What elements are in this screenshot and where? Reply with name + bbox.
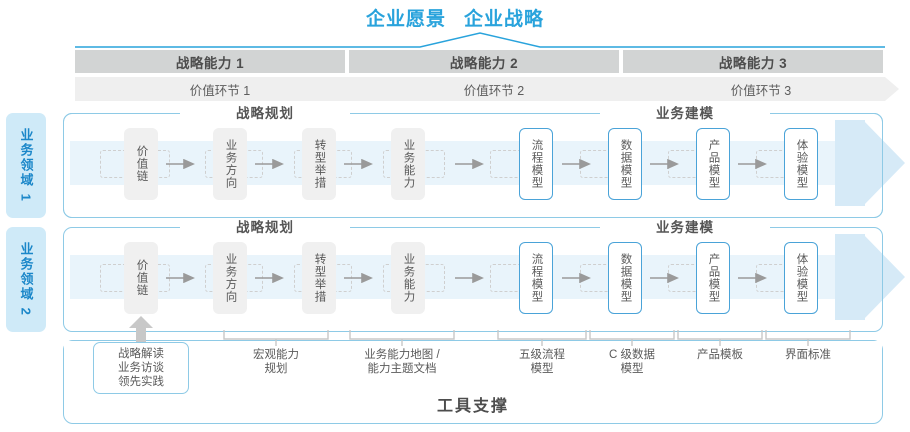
tool-item-ui-standard[interactable]: 界面标准 xyxy=(764,348,852,362)
step-arrow-icon xyxy=(455,273,484,283)
bracket-connector xyxy=(223,330,329,346)
sidebar-item-domain-1[interactable]: 业务领域 1 xyxy=(6,113,46,218)
tool-line: 产品模板 xyxy=(697,349,743,361)
bracket-connector xyxy=(589,330,675,346)
flow-arrow-shaft-row-2 xyxy=(835,234,865,320)
tool-item-capability-map[interactable]: 业务能力地图 / 能力主题文档 xyxy=(346,348,458,376)
node-label: 业务能力 xyxy=(402,139,415,189)
node-label: 数据模型 xyxy=(619,139,632,189)
node-label: 产品模型 xyxy=(707,253,720,303)
capability-bar-3[interactable]: 战略能力 3 xyxy=(623,50,883,73)
node-business-direction[interactable]: 业务方向 xyxy=(213,128,247,200)
tool-line: 宏观能力 xyxy=(253,349,299,361)
node-label: 体验模型 xyxy=(795,139,808,189)
tool-support-frame xyxy=(63,340,883,424)
value-chain-arrow-1[interactable]: 价值环节 1 xyxy=(75,77,365,101)
node-label: 转型举措 xyxy=(313,139,326,189)
node-label: 价值链 xyxy=(135,145,148,183)
node-label: 业务方向 xyxy=(224,139,237,189)
domain-1-label: 业务领域 1 xyxy=(18,128,34,203)
section-title-planning-row-1: 战略规划 xyxy=(180,106,350,122)
node-label: 价值链 xyxy=(135,259,148,297)
section-title-modeling-row-2: 业务建模 xyxy=(600,220,770,236)
step-arrow-icon xyxy=(650,159,679,169)
step-arrow-icon xyxy=(562,159,591,169)
tool-frame-top-mask xyxy=(64,341,882,367)
step-arrow-icon xyxy=(255,273,284,283)
node-business-capability[interactable]: 业务能力 xyxy=(391,242,425,314)
node-label: 业务方向 xyxy=(224,253,237,303)
tool-item-strategy-interpretation[interactable]: 战略解读 业务访谈 领先实践 xyxy=(93,342,189,394)
node-label: 业务能力 xyxy=(402,253,415,303)
section-title-planning-row-2: 战略规划 xyxy=(180,220,350,236)
step-arrow-icon xyxy=(455,159,484,169)
step-arrow-icon xyxy=(344,159,373,169)
node-data-model[interactable]: 数据模型 xyxy=(608,128,642,200)
node-value-chain[interactable]: 价值链 xyxy=(124,242,158,314)
step-arrow-icon xyxy=(738,159,767,169)
tool-line: 界面标准 xyxy=(785,349,831,361)
bracket-connector xyxy=(677,330,763,346)
node-product-model[interactable]: 产品模型 xyxy=(696,242,730,314)
tool-line: 模型 xyxy=(530,363,554,375)
step-arrow-icon xyxy=(650,273,679,283)
node-label: 转型举措 xyxy=(313,253,326,303)
node-label: 数据模型 xyxy=(619,253,632,303)
domain-2-label: 业务领域 2 xyxy=(18,242,34,317)
up-arrow-icon xyxy=(129,316,153,344)
strategy-label: 企业战略 xyxy=(464,9,545,30)
tool-line: C 级数据 xyxy=(609,349,655,361)
tool-line: 能力主题文档 xyxy=(367,363,437,375)
node-transformation-measures[interactable]: 转型举措 xyxy=(302,128,336,200)
domain-row-2-border xyxy=(63,227,883,332)
step-arrow-icon xyxy=(562,273,591,283)
tool-item-product-template[interactable]: 产品模板 xyxy=(676,348,764,362)
node-business-direction[interactable]: 业务方向 xyxy=(213,242,247,314)
node-label: 流程模型 xyxy=(530,139,543,189)
bracket-connector xyxy=(765,330,851,346)
node-label: 产品模型 xyxy=(707,139,720,189)
node-process-model[interactable]: 流程模型 xyxy=(519,128,553,200)
page-title: 企业愿景企业战略 xyxy=(0,4,910,31)
sidebar-item-domain-2[interactable]: 业务领域 2 xyxy=(6,227,46,332)
tool-support-title: 工具支撑 xyxy=(436,398,509,415)
node-process-model[interactable]: 流程模型 xyxy=(519,242,553,314)
tool-item-five-level-process-model[interactable]: 五级流程 模型 xyxy=(496,348,588,376)
capability-bar-1[interactable]: 战略能力 1 xyxy=(75,50,345,73)
tool-line: 五级流程 xyxy=(519,349,565,361)
step-arrow-icon xyxy=(166,273,195,283)
vision-label: 企业愿景 xyxy=(365,9,446,30)
tool-line: 业务访谈 xyxy=(118,362,164,374)
tool-line: 规划 xyxy=(264,363,288,375)
node-label: 体验模型 xyxy=(795,253,808,303)
capability-bar-2[interactable]: 战略能力 2 xyxy=(349,50,619,73)
tool-line: 业务能力地图 / xyxy=(364,349,440,361)
step-arrow-icon xyxy=(738,273,767,283)
tool-item-macro-capability-planning[interactable]: 宏观能力 规划 xyxy=(222,348,330,376)
node-value-chain[interactable]: 价值链 xyxy=(124,128,158,200)
title-connector-line xyxy=(75,32,885,48)
node-experience-model[interactable]: 体验模型 xyxy=(784,242,818,314)
bracket-connector xyxy=(497,330,587,346)
bracket-connector xyxy=(349,330,455,346)
node-product-model[interactable]: 产品模型 xyxy=(696,128,730,200)
tool-line: 模型 xyxy=(620,363,644,375)
flow-arrow-shaft-row-1 xyxy=(835,120,865,206)
value-chain-arrow-3[interactable]: 价值环节 3 xyxy=(623,77,899,101)
node-label: 流程模型 xyxy=(530,253,543,303)
step-arrow-icon xyxy=(166,159,195,169)
node-business-capability[interactable]: 业务能力 xyxy=(391,128,425,200)
step-arrow-icon xyxy=(344,273,373,283)
node-experience-model[interactable]: 体验模型 xyxy=(784,128,818,200)
node-transformation-measures[interactable]: 转型举措 xyxy=(302,242,336,314)
section-title-modeling-row-1: 业务建模 xyxy=(600,106,770,122)
tool-line: 战略解读 xyxy=(118,348,164,360)
domain-row-1-border xyxy=(63,113,883,218)
tool-line: 领先实践 xyxy=(118,376,164,388)
tool-item-c-level-data-model[interactable]: C 级数据 模型 xyxy=(588,348,676,376)
node-data-model[interactable]: 数据模型 xyxy=(608,242,642,314)
step-arrow-icon xyxy=(255,159,284,169)
value-chain-arrow-2[interactable]: 价值环节 2 xyxy=(349,77,639,101)
